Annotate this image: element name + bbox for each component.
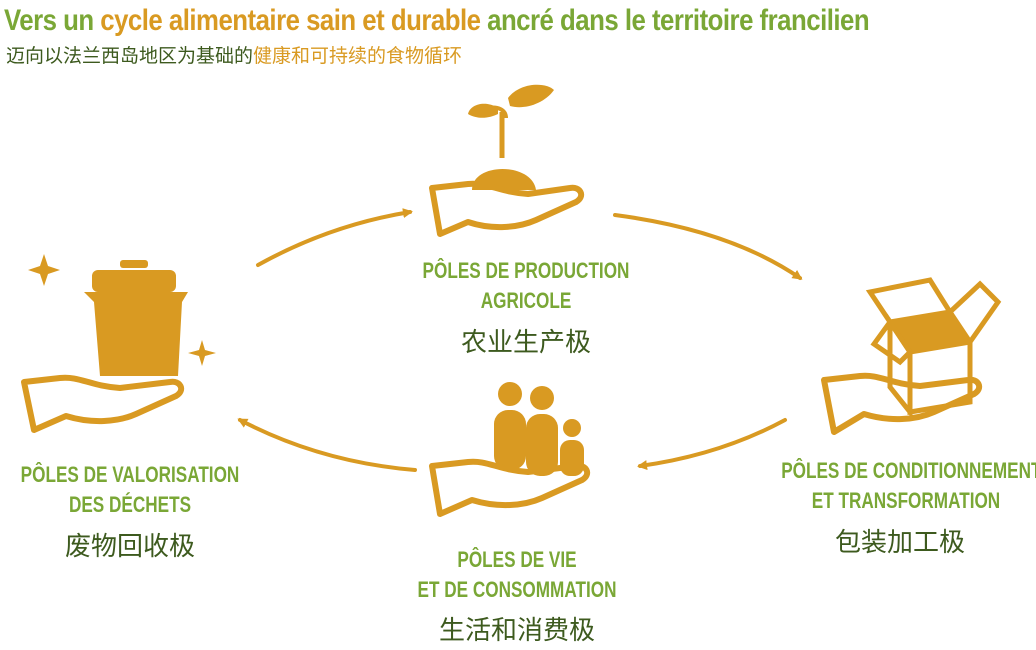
- pole-valorisation-fr-line2: DES DÉCHETS: [68, 492, 192, 517]
- title-part-2: cycle alimentaire sain et durable: [100, 4, 481, 37]
- arrow-conditionnement-to-consommation: [637, 418, 787, 470]
- page-title: Vers un cycle alimentaire sain et durabl…: [4, 4, 870, 38]
- cycle-arrows: [237, 208, 803, 472]
- arrow-production-to-conditionnement: [613, 213, 803, 280]
- pole-conditionnement-zh: 包装加工极: [834, 528, 965, 558]
- pole-consommation-fr: PÔLES DE VIE ET DE CONSOMMATION: [400, 545, 634, 605]
- page-subtitle: 迈向以法兰西岛地区为基础的健康和可持续的食物循环: [6, 44, 462, 68]
- pole-valorisation-fr-line1: PÔLES DE VALORISATION: [20, 462, 240, 487]
- arrow-consommation-to-valorisation: [237, 418, 417, 472]
- title-part-1: Vers un: [4, 4, 101, 37]
- pole-valorisation-zh: 废物回收极: [64, 532, 195, 562]
- hand-with-sprout-icon: [429, 84, 585, 237]
- subtitle-part-1: 迈向以法兰西岛地区为基础的: [6, 45, 254, 67]
- pole-production-fr-line1: PÔLES DE PRODUCTION: [422, 258, 630, 283]
- pole-production-fr: PÔLES DE PRODUCTION AGRICOLE: [409, 256, 643, 316]
- pole-consommation-zh: 生活和消费极: [438, 616, 595, 646]
- subtitle-part-2: 健康和可持续的食物循环: [253, 45, 463, 67]
- pole-conditionnement-fr: PÔLES DE CONDITIONNEMENT ET TRANSFORMATI…: [781, 456, 1036, 516]
- pole-consommation-fr-line1: PÔLES DE VIE: [457, 547, 577, 572]
- pole-conditionnement-fr-line1: PÔLES DE CONDITIONNEMENT: [781, 458, 1036, 483]
- pole-consommation-fr-line2: ET DE CONSOMMATION: [417, 577, 617, 602]
- hand-with-people-icon: [429, 382, 591, 517]
- arrow-valorisation-to-production: [256, 208, 413, 267]
- pole-conditionnement-fr-line2: ET TRANSFORMATION: [811, 488, 1001, 513]
- pole-valorisation-fr: PÔLES DE VALORISATION DES DÉCHETS: [13, 460, 247, 520]
- pole-production-zh: 农业生产极: [460, 328, 591, 358]
- hand-with-bin-icon: [21, 254, 216, 433]
- pole-production-fr-line2: AGRICOLE: [480, 288, 572, 313]
- hand-with-box-icon: [821, 277, 1002, 435]
- title-part-3: ancré dans le territoire francilien: [480, 4, 870, 37]
